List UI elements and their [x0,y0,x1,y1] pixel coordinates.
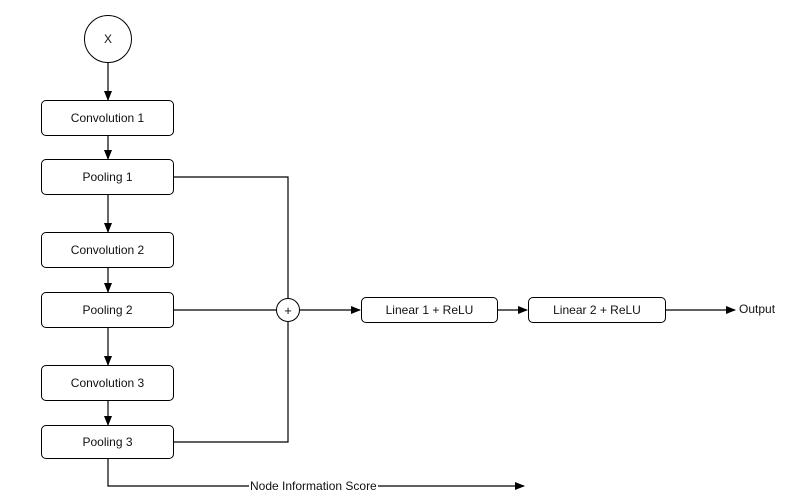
conv3-node: Convolution 3 [41,365,174,401]
edge-pool1-sum [174,176,289,298]
output-label: Output [739,302,776,316]
conv2-node: Convolution 2 [41,232,174,268]
pool1-node: Pooling 1 [41,159,174,195]
linear2-node: Linear 2 + ReLU [528,297,666,323]
input-node: X [84,15,132,63]
edge-pool3-score [107,459,525,490]
linear1-node: Linear 1 + ReLU [361,297,498,323]
sum-node: + [276,298,300,322]
pool2-node: Pooling 2 [41,292,174,328]
pool3-node: Pooling 3 [41,425,174,459]
conv1-node: Convolution 1 [41,100,174,136]
node-information-score-label: Node Information Score [249,479,378,493]
edge-pool3-sum [174,322,289,443]
